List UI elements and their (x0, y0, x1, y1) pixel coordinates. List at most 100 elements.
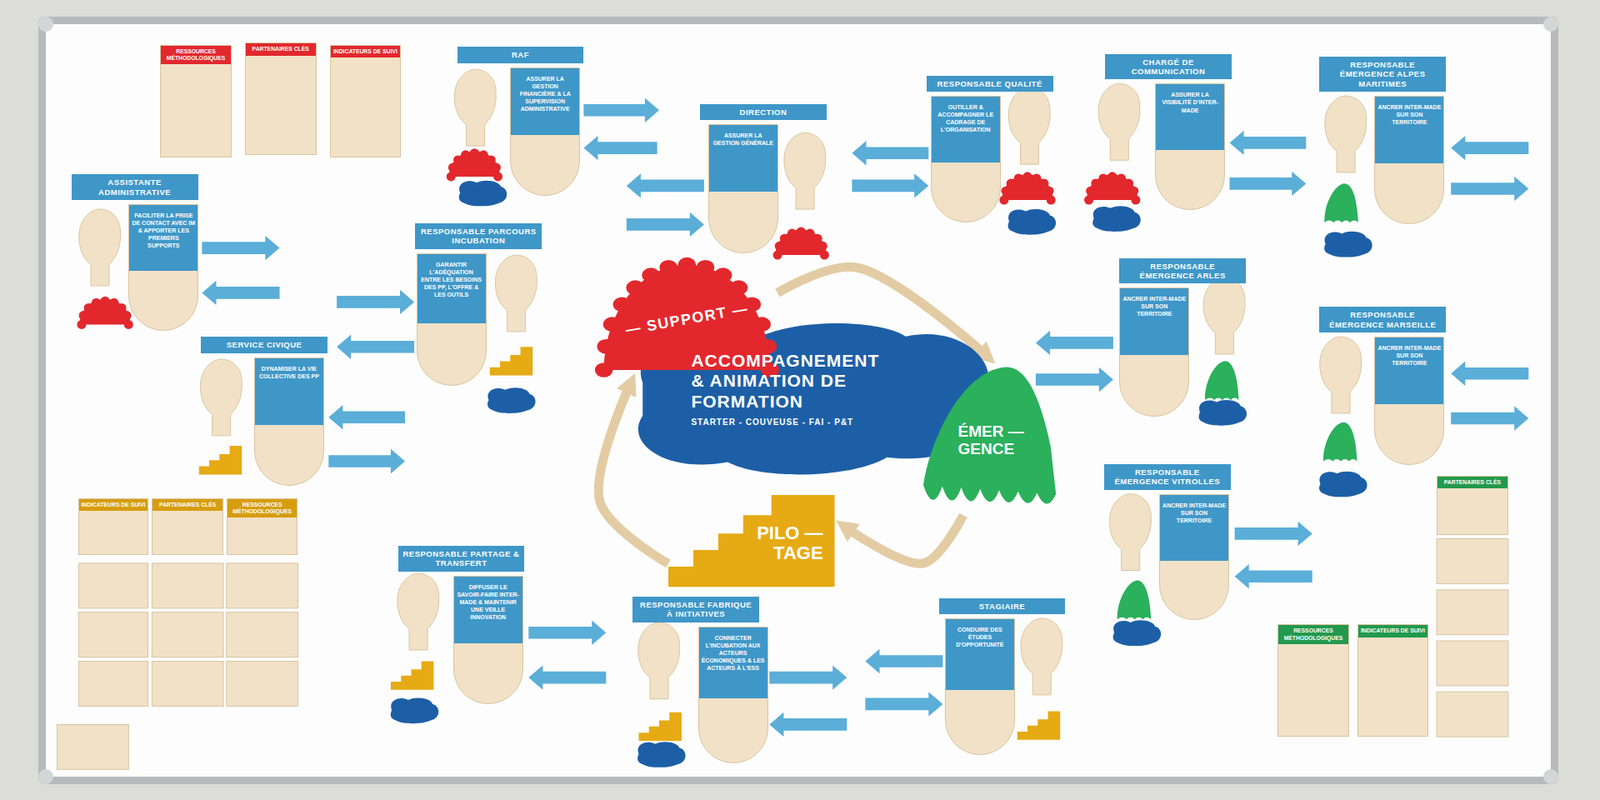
blank-tile (151, 661, 224, 707)
center-subtitle: STARTER - COUVEUSE - FAI - P&T (690, 417, 895, 428)
token-body (1092, 205, 1141, 232)
wooden-figure (1325, 95, 1367, 173)
role-label: RAF (457, 46, 585, 63)
token-body (1319, 471, 1368, 498)
role-mission-band: ANCRER INTER-MADE SUR SON TERRITOIRE (1120, 288, 1189, 355)
token-scallop (122, 310, 132, 320)
emergence-token (1117, 580, 1152, 620)
blank-tile (1436, 640, 1509, 686)
token-scallop (1129, 186, 1139, 196)
pilotage-token (390, 661, 434, 690)
token-scallop (1046, 195, 1056, 205)
frame-corner (38, 769, 54, 785)
role-node: STAGIAIRECONDUIRE DES ÉTUDES D'OPPORTUNI… (945, 618, 1015, 755)
role-label: SERVICE CIVIQUE (200, 336, 328, 353)
role-mission: ANCRER INTER-MADE SUR SON TERRITOIRE (1162, 501, 1226, 525)
blank-tile (1436, 590, 1509, 635)
role-mission-band: ANCRER INTER-MADE SUR SON TERRITOIRE (1375, 337, 1444, 405)
role-mission-band: FACILITER LA PRISE DE CONTACT AVEC IM & … (129, 205, 198, 271)
token-scallop (1085, 186, 1095, 196)
role-node: CHARGÉ DE COMMUNICATIONASSURER LA VISIBI… (1155, 83, 1225, 210)
role-title: RESPONSABLE ÉMERGENCE MARSEILLE (1322, 310, 1443, 330)
role-mission: DYNAMISER LA VIE COLLECTIVE DES PP (257, 365, 321, 380)
support-scallop (714, 267, 733, 283)
token-scallop (1039, 179, 1049, 189)
tile-node: PARTENAIRES CLÉS (151, 498, 224, 556)
support-scallop (730, 280, 749, 295)
training-token (1008, 209, 1057, 235)
role-card: CONNECTER L'INCUBATION AUX ACTEURS ÉCONO… (698, 626, 769, 764)
token-scallop (1090, 179, 1100, 189)
role-node: RESPONSABLE PARCOURS INCUBATIONGARANTIR … (416, 253, 487, 386)
tile-header: RESSOURCES MÉTHODOLOGIQUES (227, 499, 298, 518)
role-node: RAFASSURER LA GESTION FINANCIÈRE & LA SU… (510, 67, 580, 196)
tile-heading: RESSOURCES MÉTHODOLOGIQUES (162, 48, 230, 62)
token-scallop (1084, 195, 1094, 205)
tile-heading: INDICATEURS DE SUIVI (332, 48, 400, 55)
blank-tile (226, 563, 299, 609)
role-card: ANCRER INTER-MADE SUR SON TERRITOIRE (1374, 95, 1445, 225)
token-scallop (818, 241, 828, 251)
role-card: GARANTIR L'ADÉQUATION ENTRE LES BESOINS … (416, 253, 487, 386)
wooden-figure (1020, 618, 1063, 695)
pilotage-token (199, 445, 242, 475)
role-mission: DIFFUSER LE SAVOIR-FAIRE INTER-MADE & MA… (456, 583, 520, 621)
token-scallop (1014, 173, 1024, 183)
tile-heading: RESSOURCES MÉTHODOLOGIQUES (1280, 627, 1347, 641)
role-mission: CONNECTER L'INCUBATION AUX ACTEURS ÉCONO… (701, 634, 765, 672)
training-token (1319, 471, 1368, 498)
pilotage-token (639, 712, 682, 741)
flow-arrow (336, 290, 415, 315)
token-body (1324, 231, 1373, 258)
token-scallop (787, 229, 797, 239)
wooden-figure (1320, 336, 1362, 414)
blank-tile (151, 563, 224, 609)
role-mission-band: OUTILLER & ACCOMPAGNER LE CADRAGE DE L'O… (931, 96, 1000, 163)
pilotage-label-box: PILO — TAGE (731, 523, 824, 564)
role-mission: ASSURER LA GESTION FINANCIÈRE & LA SUPER… (513, 75, 577, 113)
tile-node: RESSOURCES MÉTHODOLOGIQUES (160, 45, 232, 158)
tile-node: RESSOURCES MÉTHODOLOGIQUES (226, 498, 299, 556)
token-scallop (805, 229, 815, 239)
role-label: RESPONSABLE ÉMERGENCE VITROLLES (1104, 464, 1231, 490)
tile-header: PARTENAIRES CLÉS (152, 499, 223, 511)
wooden-figure (1008, 87, 1050, 165)
support-scallop (660, 260, 679, 275)
frame-corner (38, 16, 54, 32)
role-mission: OUTILLER & ACCOMPAGNER LE CADRAGE DE L'O… (934, 103, 998, 134)
frame-corner (1543, 769, 1559, 785)
token-scallop (1098, 173, 1108, 183)
role-title: RESPONSABLE PARCOURS INCUBATION (418, 226, 539, 246)
tile-heading: INDICATEURS DE SUIVI (1360, 627, 1427, 635)
role-card: ANCRER INTER-MADE SUR SON TERRITOIRE (1119, 287, 1190, 416)
role-title: RESPONSABLE QUALITÉ (930, 79, 1050, 89)
flow-arrow (769, 712, 847, 737)
tile-header: PARTENAIRES CLÉS (1437, 476, 1508, 489)
role-title: DIRECTION (703, 107, 824, 117)
support-scallop (597, 339, 616, 355)
tile-heading: INDICATEURS DE SUIVI (80, 501, 145, 509)
flow-arrow (851, 140, 929, 165)
token-scallop (491, 163, 501, 173)
blank-tile (226, 661, 299, 707)
support-scallop (642, 267, 661, 283)
pilotage-shape: PILO — TAGE (668, 495, 835, 587)
role-card: OUTILLER & ACCOMPAGNER LE CADRAGE DE L'O… (930, 95, 1001, 223)
role-card: ASSURER LA VISIBILITÉ D'INTER-MADE (1155, 83, 1225, 210)
wooden-figure (200, 359, 242, 436)
role-title: RAF (460, 50, 581, 60)
role-card: ASSURER LA GESTION FINANCIÈRE & LA SUPER… (510, 67, 580, 196)
blank-tile (78, 612, 148, 658)
support-token (76, 296, 133, 330)
flow-arrow (865, 691, 943, 716)
role-mission-band: ANCRER INTER-MADE SUR SON TERRITOIRE (1375, 96, 1444, 164)
board-frame (38, 16, 1559, 785)
flow-arrow (201, 235, 280, 260)
flow-arrow (328, 405, 405, 430)
role-node: RESPONSABLE ÉMERGENCE ARLESANCRER INTER-… (1119, 287, 1190, 416)
role-label: STAGIAIRE (939, 598, 1066, 615)
tile-heading: PARTENAIRES CLÉS (154, 501, 221, 509)
frame-corner (1543, 16, 1559, 32)
token-body (1113, 620, 1162, 646)
tile-header: INDICATEURS DE SUIVI (79, 499, 147, 511)
